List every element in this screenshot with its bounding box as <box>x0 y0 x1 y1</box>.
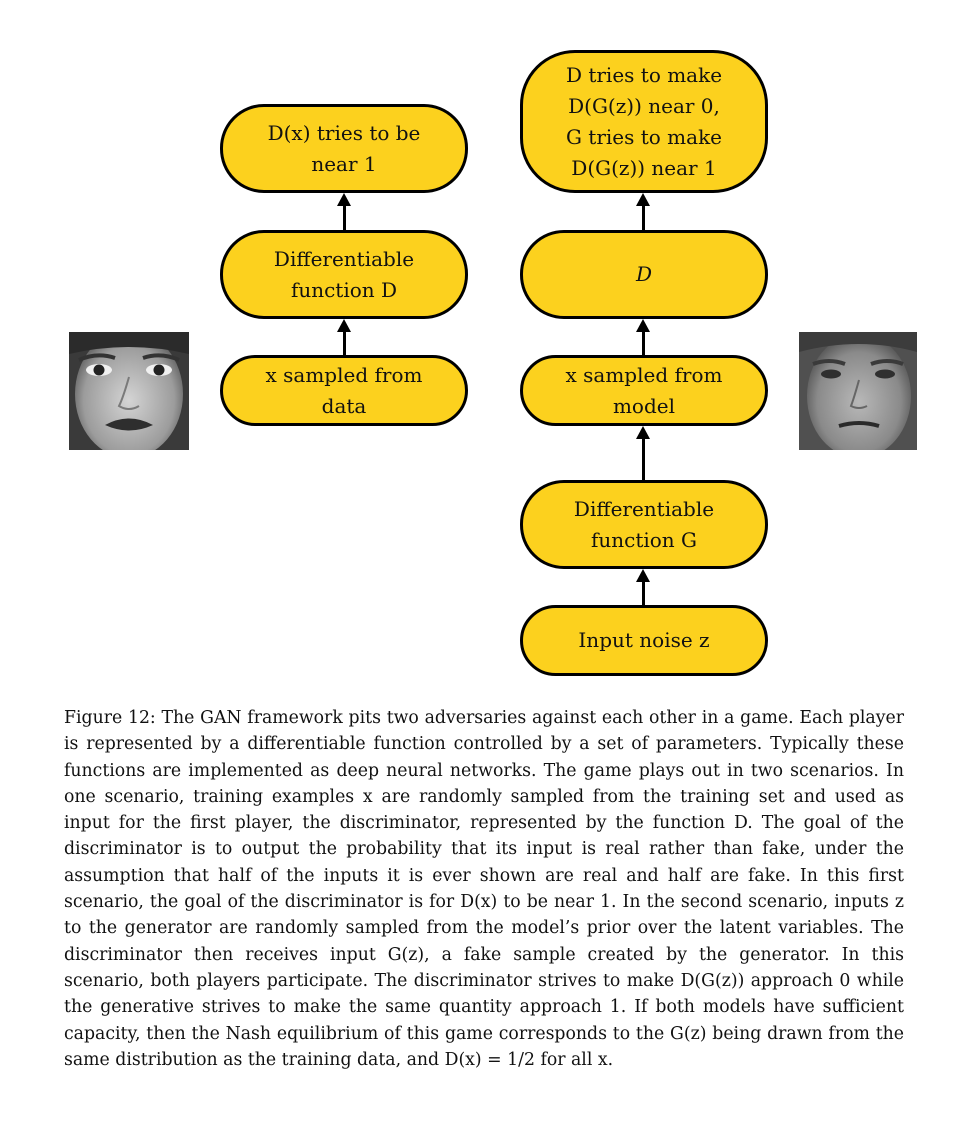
generated-face-image <box>799 332 919 450</box>
right-output-line1: D tries to make <box>565 62 723 87</box>
right-generator-line1: Differentiable <box>573 496 715 521</box>
right-noise-node: Input noise z <box>520 605 768 676</box>
caption-text: Figure 12: The GAN framework pits two ad… <box>64 708 904 1070</box>
right-generator-line2: function G <box>590 527 698 552</box>
right-output-node: D tries to make D(G(z)) near 0, G tries … <box>520 50 768 193</box>
arrow-right-sample-to-d <box>636 319 650 355</box>
left-function-line2: function D <box>290 277 398 302</box>
arrow-left-input-to-function <box>337 319 351 355</box>
figure-caption: Figure 12: The GAN framework pits two ad… <box>64 705 904 1073</box>
left-function-d-node: Differentiable function D <box>220 230 468 319</box>
right-output-line4: D(G(z)) near 1 <box>571 155 717 180</box>
right-generator-node: Differentiable function G <box>520 480 768 569</box>
left-data-sample-node: x sampled from data <box>220 355 468 426</box>
right-noise-label: Input noise z <box>578 628 710 652</box>
right-discriminator-node: D <box>520 230 768 319</box>
right-output-line2: D(G(z)) near 0, <box>568 93 720 118</box>
arrow-noise-to-generator <box>636 569 650 605</box>
right-sample-line2: model <box>612 393 676 418</box>
real-face-image <box>69 332 189 450</box>
left-input-line1: x sampled from <box>265 362 423 387</box>
right-model-sample-node: x sampled from model <box>520 355 768 426</box>
arrow-left-function-to-output <box>337 193 351 230</box>
right-output-line3: G tries to make <box>565 124 723 149</box>
arrow-right-d-to-output <box>636 193 650 230</box>
right-discriminator-label: D <box>635 262 653 286</box>
left-output-node: D(x) tries to be near 1 <box>220 104 468 193</box>
left-output-line2: near 1 <box>311 151 377 176</box>
left-function-line1: Differentiable <box>273 246 415 271</box>
right-sample-line1: x sampled from <box>565 362 723 387</box>
arrow-generator-to-sample <box>636 426 650 480</box>
left-output-line1: D(x) tries to be <box>267 120 421 145</box>
left-input-line2: data <box>321 393 367 418</box>
